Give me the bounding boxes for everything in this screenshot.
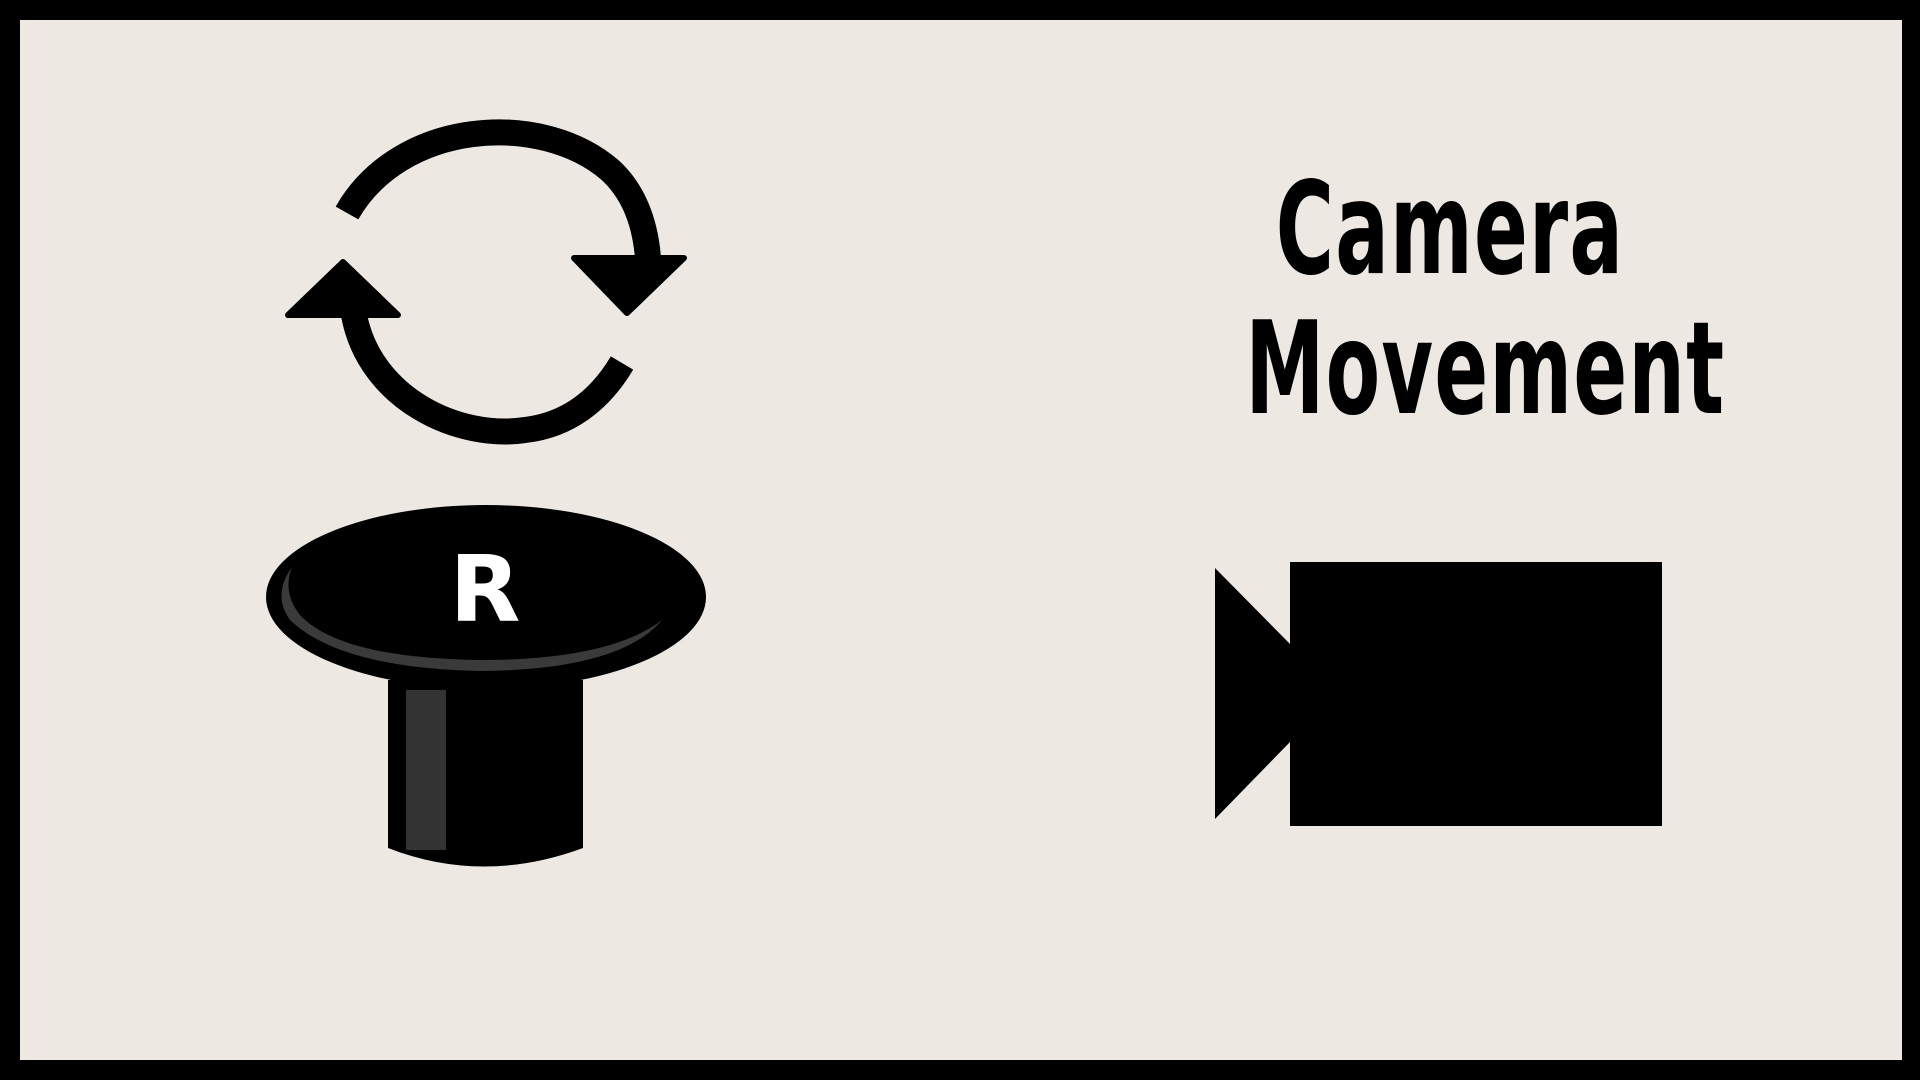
rotate-arc-bottom	[341, 312, 634, 445]
rotate-arc-top	[335, 119, 661, 260]
key-label: R	[449, 536, 521, 643]
title-line-1: Camera	[1275, 155, 1625, 304]
rotate-arrowhead-left	[285, 259, 401, 318]
joystick-button-icon	[266, 505, 706, 867]
instruction-card: R Camera Movement	[20, 20, 1902, 1060]
joystick-cap	[266, 505, 706, 689]
instruction-card-graphics	[266, 119, 1662, 867]
title-line-2: Movement	[1245, 295, 1726, 444]
joystick-stick-highlight	[406, 690, 446, 850]
video-camera-icon	[1215, 562, 1662, 826]
rotate-arrows-icon	[285, 119, 687, 445]
camera-lens	[1215, 568, 1290, 819]
rotate-arrowhead-right	[571, 255, 687, 316]
page-title: Camera Movement	[1245, 155, 1726, 444]
camera-body	[1290, 562, 1662, 826]
